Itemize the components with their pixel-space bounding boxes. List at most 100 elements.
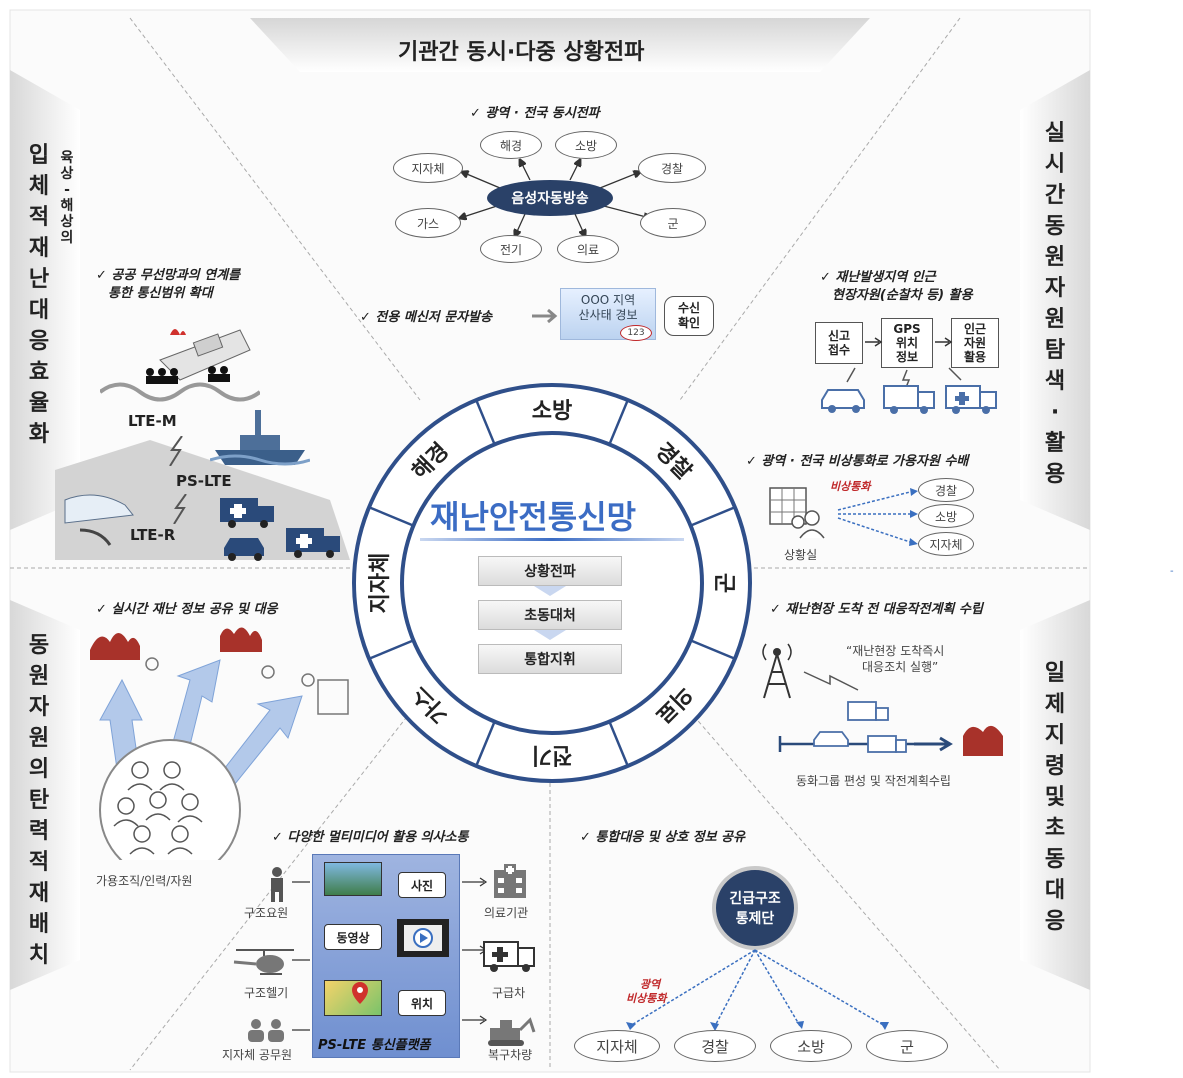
- label-lte-r: LTE-R: [130, 526, 176, 544]
- ring-label-4: 전기: [531, 742, 573, 767]
- ring-label-0: 소방: [531, 399, 573, 424]
- ring-label-6: 지자체: [368, 552, 393, 614]
- resource-deploy-graphic: [90, 627, 349, 860]
- agency-oval-local-gov: 지자체: [393, 153, 463, 183]
- rescuer-icon: [271, 867, 283, 902]
- platform-label: PS-LTE 통신플랫폼: [318, 1038, 431, 1053]
- check-broadcast: ✓ 광역 · 전국 동시전파: [470, 106, 600, 121]
- lightning-icon-1: [169, 436, 183, 466]
- agency-oval-fire: 소방: [555, 131, 617, 159]
- video-play-icon: [397, 919, 449, 957]
- wide-call-line2: 비상통화: [626, 992, 667, 1005]
- hub-line2: 통제단: [735, 911, 775, 927]
- message-line1: OOO 지역: [580, 293, 636, 307]
- wide-call-line1: 광역: [640, 978, 661, 991]
- role-local-officials: 지자체 공무원: [222, 1048, 293, 1062]
- role-rescuer: 구조요원: [244, 906, 289, 920]
- role-recovery-vehicle: 복구차량: [488, 1048, 533, 1062]
- node-fire: 소방: [770, 1030, 852, 1062]
- location-pin-icon: [352, 982, 368, 1004]
- flow-box-report: 신고 접수: [815, 322, 863, 364]
- receipt-confirm-callout: 수신 확인: [664, 296, 714, 336]
- ambulance-icon-3: [483, 941, 535, 972]
- agency-oval-military: 군: [640, 208, 706, 238]
- step-situation-share: 상황전파: [478, 556, 622, 586]
- node-local-gov: 지자체: [574, 1030, 660, 1062]
- flow-box-nearby: 인근 자원 활용: [951, 318, 999, 368]
- map-thumbnail: [324, 980, 382, 1016]
- hub-connections: [626, 949, 889, 1031]
- role-medical-institution: 의료기관: [484, 906, 529, 920]
- label-lte-m: LTE-M: [128, 412, 177, 430]
- agency-oval-gas: 가스: [395, 208, 461, 238]
- target-oval-police: 경찰: [918, 478, 974, 502]
- quote-line2: 대응조치 실행”: [862, 660, 939, 674]
- check-realtime-share: ✓ 실시간 재난 정보 공유 및 대응: [96, 602, 278, 617]
- situation-room-label: 상황실: [784, 548, 818, 562]
- check-nearby-resources: ✓ 재난발생지역 인근: [820, 270, 936, 285]
- waves-people-icon: [100, 366, 260, 402]
- confirm-line1: 수신: [677, 301, 701, 315]
- check-pre-arrival-plan: ✓ 재난현장 도착 전 대응작전계획 수립: [770, 602, 983, 617]
- center-title-underline: [420, 538, 684, 541]
- situation-room-icon: [769, 487, 825, 539]
- flow-box-gps: GPS 위치 정보: [881, 318, 933, 368]
- agency-oval-electric: 전기: [480, 235, 542, 263]
- step-unified-command: 통합지휘: [478, 644, 622, 674]
- check-integrated-response: ✓ 통합대응 및 상호 정보 공유: [580, 830, 746, 845]
- ambulance-icon-2: [286, 528, 340, 558]
- bullet-train-icon: [64, 494, 134, 546]
- voice-broadcast-pill: 음성자동방송: [487, 180, 613, 216]
- message-line2: 산사태 경보: [578, 308, 638, 322]
- check-public-network-2: 통한 통신범위 확대: [108, 286, 213, 301]
- target-oval-local-gov: 지자체: [918, 532, 974, 556]
- signal-bolt-icon: [803, 671, 859, 691]
- radio-tower-icon: [762, 643, 792, 699]
- node-police: 경찰: [674, 1030, 756, 1062]
- header-top: 기관간 동시·다중 상황전파: [398, 40, 645, 65]
- step-chevrons: [534, 586, 566, 640]
- check-messenger: ✓ 전용 메신저 문자발송: [360, 310, 493, 325]
- ring-label-2: 군: [711, 572, 736, 594]
- role-rescue-helicopter: 구조헬기: [244, 986, 289, 1000]
- fire-truck-icon: [883, 385, 935, 414]
- emergency-call-label: 비상통화: [830, 480, 871, 493]
- agency-oval-medical: 의료: [557, 235, 619, 263]
- quote-line1: “재난현장 도착즉시: [846, 644, 945, 658]
- check-nearby-resources-2: 현장자원(순찰차 등) 활용: [832, 288, 973, 303]
- emergency-control-hub: 긴급구조 통제단: [712, 866, 798, 950]
- label-location: 위치: [398, 990, 446, 1016]
- photo-thumbnail: [324, 862, 382, 896]
- bottom-left-arrows: [292, 881, 310, 1031]
- ambulance-icon-1: [220, 498, 274, 528]
- resource-caption: 가용조직/인력/자원: [96, 874, 193, 888]
- dispatch-caption: 동화그룹 편성 및 작전계획수립: [796, 774, 951, 788]
- emergency-call-arrows: [837, 488, 918, 546]
- check-emergency-call: ✓ 광역 · 전국 비상통화로 가용자원 수배: [746, 454, 969, 469]
- helicopter-icon: [233, 949, 294, 975]
- ship-sinking-icon: [159, 329, 251, 381]
- message-count-badge: 123: [620, 325, 652, 341]
- ambulance-outline-icon: [945, 385, 997, 414]
- label-photo: 사진: [398, 872, 446, 898]
- dispatch-group-graphic: [778, 701, 1003, 756]
- center-title: 재난안전통신망: [430, 498, 637, 536]
- agency-oval-police: 경찰: [638, 153, 706, 183]
- police-car-icon-1: [224, 538, 264, 561]
- excavator-icon: [488, 1017, 536, 1046]
- step-initial-response: 초동대처: [478, 600, 622, 630]
- label-ps-lte: PS-LTE: [176, 472, 232, 490]
- hospital-icon: [494, 864, 526, 898]
- patrol-car-icon: [821, 389, 865, 413]
- message-preview-box: OOO 지역 산사태 경보: [560, 288, 656, 340]
- warship-icon: [210, 410, 310, 466]
- label-video: 동영상: [324, 924, 382, 950]
- check-multimedia: ✓ 다양한 멀티미디어 활용 의사소통: [272, 830, 469, 845]
